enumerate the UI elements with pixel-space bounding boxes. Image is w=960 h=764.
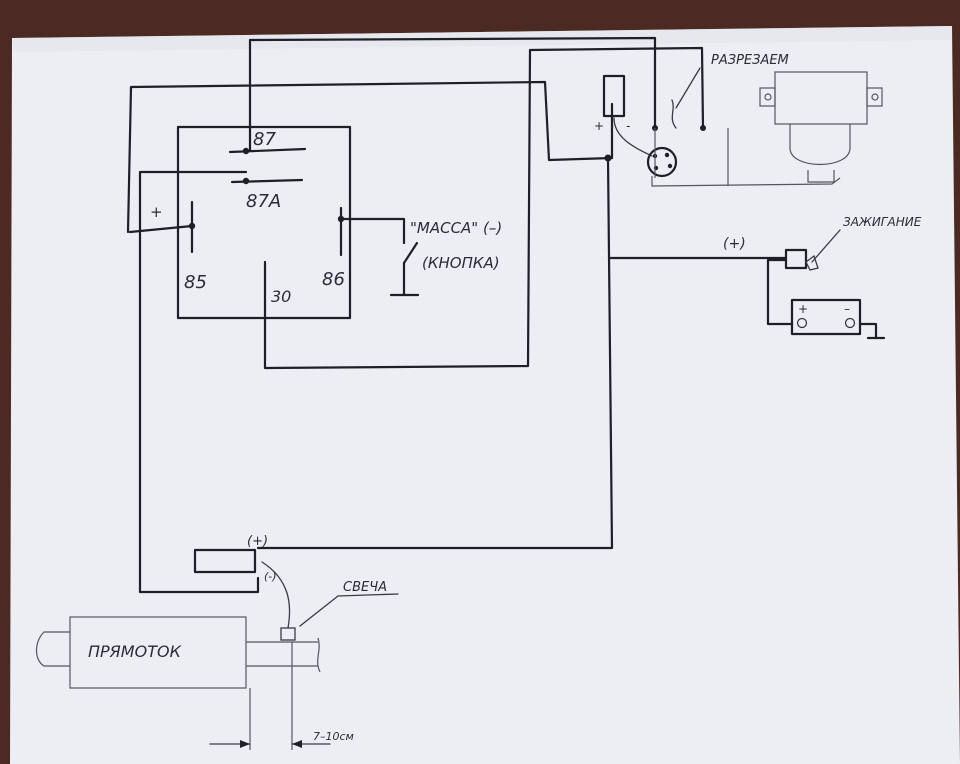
label-87: 87: [253, 129, 276, 150]
button-switch: [402, 241, 419, 265]
carburetor-sketch: [759, 71, 883, 183]
spark-plug-icon: [280, 627, 296, 641]
wire-30: [263, 46, 705, 370]
wire-85: [128, 224, 194, 234]
battery-icon: [790, 298, 862, 336]
label-cut: РАЗРЕЗАЕМ: [711, 53, 789, 68]
spark-plug: СВЕЧА: [280, 580, 399, 641]
label-button: (КНОПКА): [422, 254, 500, 272]
coil-body: [602, 74, 626, 118]
muffler: ПРЯМОТОК 7–10см: [35, 616, 354, 750]
wires: [126, 36, 788, 594]
label-ground: "МАССА" (–): [410, 219, 502, 237]
battery: + –: [790, 298, 886, 340]
coil-lead: [613, 117, 653, 157]
muffler-body: [69, 616, 247, 689]
wire-86: [339, 217, 406, 245]
label-battery-plus: +: [798, 302, 808, 316]
label-coil-plus: +: [594, 119, 604, 133]
cut-mark: [671, 99, 677, 129]
wire-87: [248, 36, 657, 153]
junction-cut-right: [700, 125, 706, 131]
ground-button: "МАССА" (–) (КНОПКА): [389, 219, 502, 297]
paper-sheet: [10, 26, 960, 764]
ignition-switch: (+) ЗАЖИГАНИЕ: [723, 215, 922, 326]
label-87a: 87А: [246, 191, 281, 212]
junction-coil: [604, 154, 612, 162]
label-spark-plug: СВЕЧА: [343, 580, 387, 595]
label-muffler: ПРЯМОТОК: [88, 642, 182, 661]
node-87: [242, 147, 250, 155]
engine-outline: [651, 176, 841, 187]
coil-bottom-body: [193, 548, 257, 574]
label-ignition-plus: (+): [723, 236, 746, 252]
contact-87: [228, 147, 307, 154]
relay: 87 87А 85 86 30 +: [150, 125, 352, 320]
ignition-coil-bottom: (+) (-): [193, 534, 291, 629]
label-86: 86: [322, 269, 345, 290]
label-relay-plus: +: [150, 203, 163, 221]
label-85: 85: [184, 272, 207, 293]
label-ignition: ЗАЖИГАНИЕ: [843, 215, 922, 229]
hv-lead: [261, 561, 291, 629]
ignition-coil-top: + - РАЗРЕЗАЕМ: [594, 53, 841, 187]
label-30: 30: [271, 287, 291, 306]
label-coil-top-plus: (+): [247, 534, 268, 549]
wire-coil-minus: [256, 156, 614, 550]
label-battery-minus: –: [844, 302, 850, 316]
label-distance: 7–10см: [313, 730, 354, 743]
label-coil-side-minus: (-): [264, 570, 277, 583]
node-87a: [242, 177, 250, 185]
wire-top-left: [126, 80, 614, 234]
label-coil-minus: -: [626, 119, 630, 133]
distributor-icon: [646, 146, 678, 178]
wire-87a: [138, 170, 260, 594]
